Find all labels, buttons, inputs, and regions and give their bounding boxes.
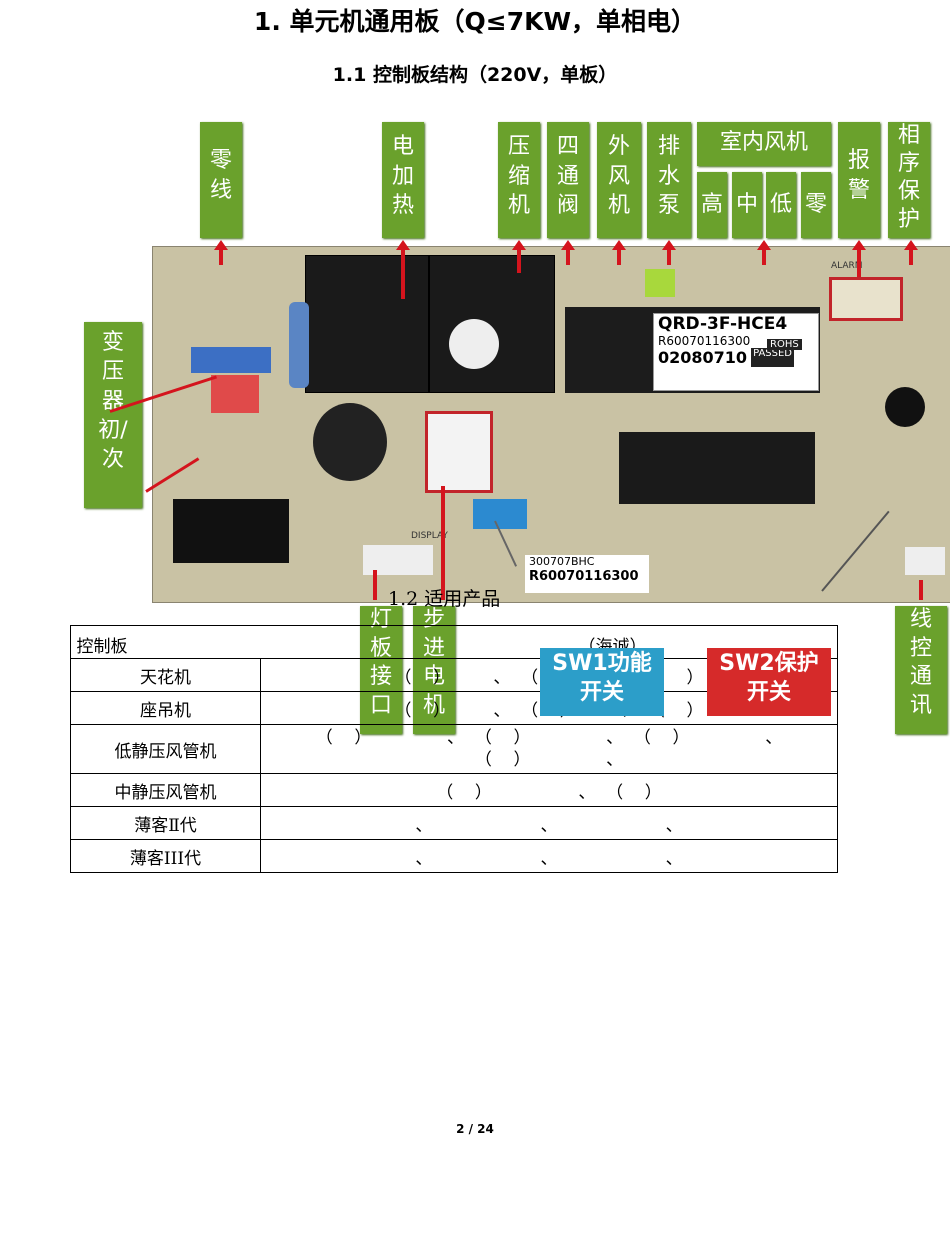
table-row: 薄客Ⅱ代 、 、 、 bbox=[70, 806, 838, 840]
arrow-outfan-head bbox=[612, 240, 626, 250]
arrow-alarm bbox=[857, 249, 861, 277]
fuse bbox=[289, 302, 309, 388]
passed-print: PASSED bbox=[751, 348, 795, 367]
row-name: 中静压风管机 bbox=[70, 773, 261, 807]
heatsink bbox=[173, 499, 289, 563]
page-number: 2 / 24 bbox=[456, 1122, 494, 1136]
label-fan-low: 低 bbox=[766, 172, 796, 238]
stepper-connector bbox=[425, 411, 493, 493]
alarm-silk: ALARM bbox=[831, 261, 863, 271]
sw1-dip bbox=[473, 499, 527, 529]
subsection-title-products: 1.2 适用产品 bbox=[388, 588, 501, 610]
row-models: 、 、 、 bbox=[260, 806, 838, 840]
arrow-heat bbox=[401, 249, 405, 299]
label-drain-pump: 排 水 泵 bbox=[647, 122, 691, 238]
label-fan-mid: 中 bbox=[732, 172, 762, 238]
label-indoor-fan: 室内风机 bbox=[697, 122, 831, 166]
bottom-code: 300707BHC bbox=[529, 555, 595, 568]
bottom-code2: R60070116300 bbox=[529, 569, 639, 585]
arrow-drain bbox=[667, 249, 671, 265]
sw2-label: SW2保护 开关 bbox=[707, 648, 831, 716]
row-models: （ ） 、 （ ） bbox=[260, 773, 838, 807]
label-transformer: 变 压 器 初/ 次 bbox=[84, 322, 142, 508]
rohs-print: ROHS bbox=[767, 339, 802, 350]
relay-2 bbox=[429, 255, 555, 393]
wire-control-connector bbox=[905, 547, 945, 575]
arrow-phase-head bbox=[904, 240, 918, 250]
label-phase-protect: 相 序 保 护 bbox=[888, 122, 930, 238]
buzzer bbox=[885, 387, 925, 427]
arrow-indoorfan bbox=[762, 249, 766, 265]
relay-1 bbox=[305, 255, 429, 393]
table-row: 薄客III代 、 、 、 bbox=[70, 839, 838, 873]
sw1-label: SW1功能 开关 bbox=[540, 648, 664, 716]
subsection-title: 1.1 控制板结构（220V，单板） bbox=[332, 64, 618, 86]
main-ic bbox=[619, 432, 815, 504]
arrow-stepper bbox=[441, 486, 445, 600]
row-name: 薄客Ⅱ代 bbox=[70, 806, 261, 840]
label-alarm: 报 警 bbox=[838, 122, 880, 238]
display-silk: DISPLAY bbox=[411, 531, 448, 541]
capacitor-top bbox=[449, 319, 499, 369]
label-wire-control: 线 控 通 讯 bbox=[895, 606, 947, 734]
row-models: （ ） 、 （ ） 、 （ ） 、 （ ） 、 bbox=[260, 724, 838, 774]
label-electric-heat: 电 加 热 bbox=[382, 122, 424, 238]
arrow-phase bbox=[909, 249, 913, 265]
arrow-compressor bbox=[517, 249, 521, 273]
bottom-sticker: 300707BHC R60070116300 bbox=[525, 555, 649, 593]
model-print: QRD-3F-HCE4 bbox=[658, 314, 788, 334]
arrow-lamp bbox=[373, 570, 377, 600]
arrow-wire-control bbox=[919, 580, 923, 600]
label-neutral: 零 线 bbox=[200, 122, 242, 238]
blue-component bbox=[191, 347, 271, 373]
header-control-board: 控制板 bbox=[76, 637, 128, 657]
label-fan-zero: 零 bbox=[801, 172, 831, 238]
row-models: 、 、 、 bbox=[260, 839, 838, 873]
label-sticker: QRD-3F-HCE4 R60070116300 02080710 PASSED bbox=[653, 313, 819, 391]
arrow-valve-head bbox=[561, 240, 575, 250]
control-board-photo: QRD-3F-HCE4 R60070116300 02080710 PASSED… bbox=[152, 246, 950, 603]
alarm-connector bbox=[829, 277, 903, 321]
arrow-indoorfan-head bbox=[757, 240, 771, 250]
section-title: 1. 单元机通用板（Q≤7KW，单相电） bbox=[253, 7, 697, 36]
arrow-valve bbox=[566, 249, 570, 265]
arrow-alarm-head bbox=[852, 240, 866, 250]
arrow-neutral-head bbox=[214, 240, 228, 250]
table-row: 低静压风管机 （ ） 、 （ ） 、 （ ） 、 （ ） 、 bbox=[70, 724, 838, 774]
arrow-neutral bbox=[219, 249, 223, 265]
row-name: 薄客III代 bbox=[70, 839, 261, 873]
arrow-outfan bbox=[617, 249, 621, 265]
code1-print: R60070116300 bbox=[658, 334, 751, 348]
table-row: 中静压风管机 （ ） 、 （ ） bbox=[70, 773, 838, 807]
label-fan-high: 高 bbox=[697, 172, 727, 238]
label-compressor: 压 缩 机 bbox=[498, 122, 540, 238]
row-name: 座吊机 bbox=[70, 691, 261, 725]
electrolytic-capacitor bbox=[313, 403, 387, 481]
code2-print: 02080710 bbox=[658, 348, 748, 367]
arrow-compressor-head bbox=[512, 240, 526, 250]
row-name: 低静压风管机 bbox=[70, 724, 261, 774]
red-connector bbox=[211, 375, 259, 413]
drain-connector bbox=[645, 269, 675, 297]
arrow-heat-head bbox=[396, 240, 410, 250]
label-four-way-valve: 四 通 阀 bbox=[547, 122, 589, 238]
arrow-drain-head bbox=[662, 240, 676, 250]
row-name: 天花机 bbox=[70, 658, 261, 692]
label-outdoor-fan: 外 风 机 bbox=[597, 122, 641, 238]
